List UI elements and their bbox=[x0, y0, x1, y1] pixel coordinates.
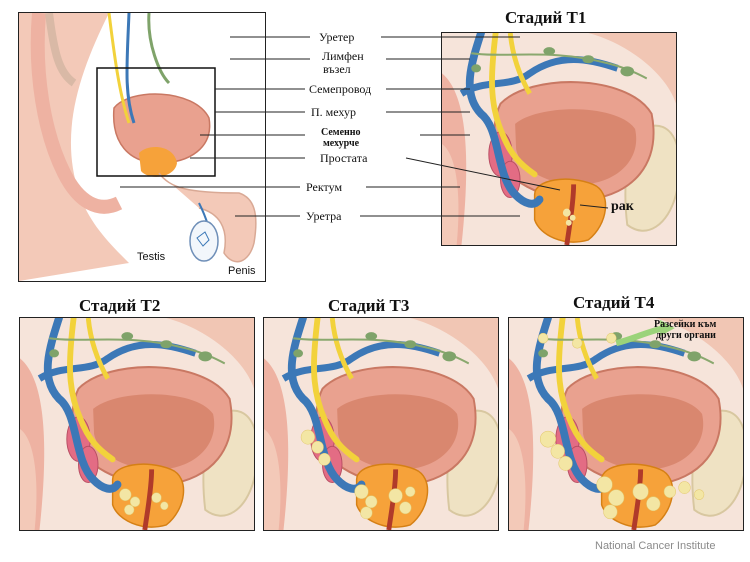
penis-label: Penis bbox=[228, 265, 256, 277]
vesicle-label-line2: мехурче bbox=[323, 138, 360, 149]
stage-t3-title: Стадий Т3 bbox=[328, 296, 410, 315]
bladder-label: П. мехур bbox=[311, 105, 356, 119]
cancer-label: рак bbox=[611, 199, 634, 214]
rectum-label: Ректум bbox=[306, 180, 343, 194]
stage-t2-title: Стадий Т2 bbox=[79, 296, 161, 315]
stage-t1-title: Стадий Т1 bbox=[505, 8, 587, 27]
stage-t2-panel bbox=[19, 317, 255, 531]
ureter-label: Уретер bbox=[319, 30, 355, 44]
lymph-node-label-line1: Лимфен bbox=[322, 49, 364, 63]
vesicle-label-line1: Семенно bbox=[321, 127, 361, 138]
prostate-label: Простата bbox=[320, 151, 368, 165]
t4-note-line2: други органи bbox=[656, 330, 716, 341]
stage-t1-panel bbox=[441, 32, 677, 246]
urethra-label: Уретра bbox=[306, 209, 342, 223]
credit: National Cancer Institute bbox=[595, 540, 716, 552]
testis-label: Testis bbox=[137, 251, 166, 263]
overview-panel: Testis Penis bbox=[18, 12, 266, 282]
stage-t3-panel bbox=[263, 317, 499, 531]
lymph-node-label-line2: възел bbox=[323, 62, 351, 76]
stage-t4-title: Стадий Т4 bbox=[573, 293, 655, 312]
t4-note-line1: Разсейки към bbox=[654, 319, 717, 330]
stage-t4-panel bbox=[508, 317, 744, 531]
vas-deferens-label: Семепровод bbox=[309, 82, 372, 96]
